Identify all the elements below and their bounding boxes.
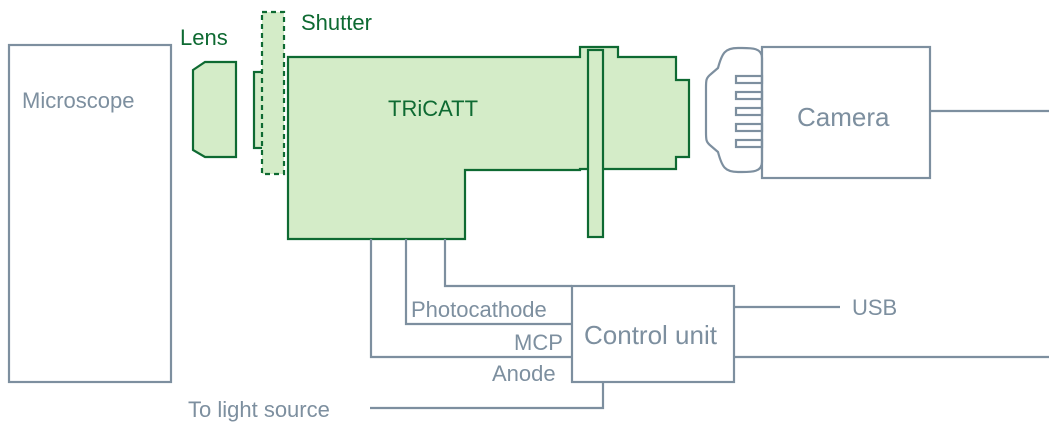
camera-box [760,45,932,180]
tricatt-body [286,45,691,241]
mcp-wire [369,239,572,359]
microscope-box [7,43,173,384]
camera-label: Camera [797,102,890,132]
camera-lens-mount [704,46,764,174]
camera-grip-lines [734,74,764,149]
mcp-label: MCP [514,330,563,355]
control-unit-label: Control unit [584,320,718,350]
shutter-shape [260,10,286,176]
to-light-source-label: To light source [188,397,330,422]
anode-label: Anode [492,361,556,386]
lens-shape [191,60,238,159]
light-source-cable [370,382,605,410]
microscope-label: Microscope [22,88,134,113]
photocathode-label: Photocathode [411,297,547,322]
shutter-label: Shutter [301,10,372,35]
tricatt-flange [586,48,605,239]
lens-label: Lens [180,25,228,50]
usb-label: USB [852,295,897,320]
tricatt-label: TRiCATT [388,96,478,121]
control-unit-box [570,284,736,384]
photocathode-wire-top [443,239,572,288]
photocathode-wire [404,239,572,326]
